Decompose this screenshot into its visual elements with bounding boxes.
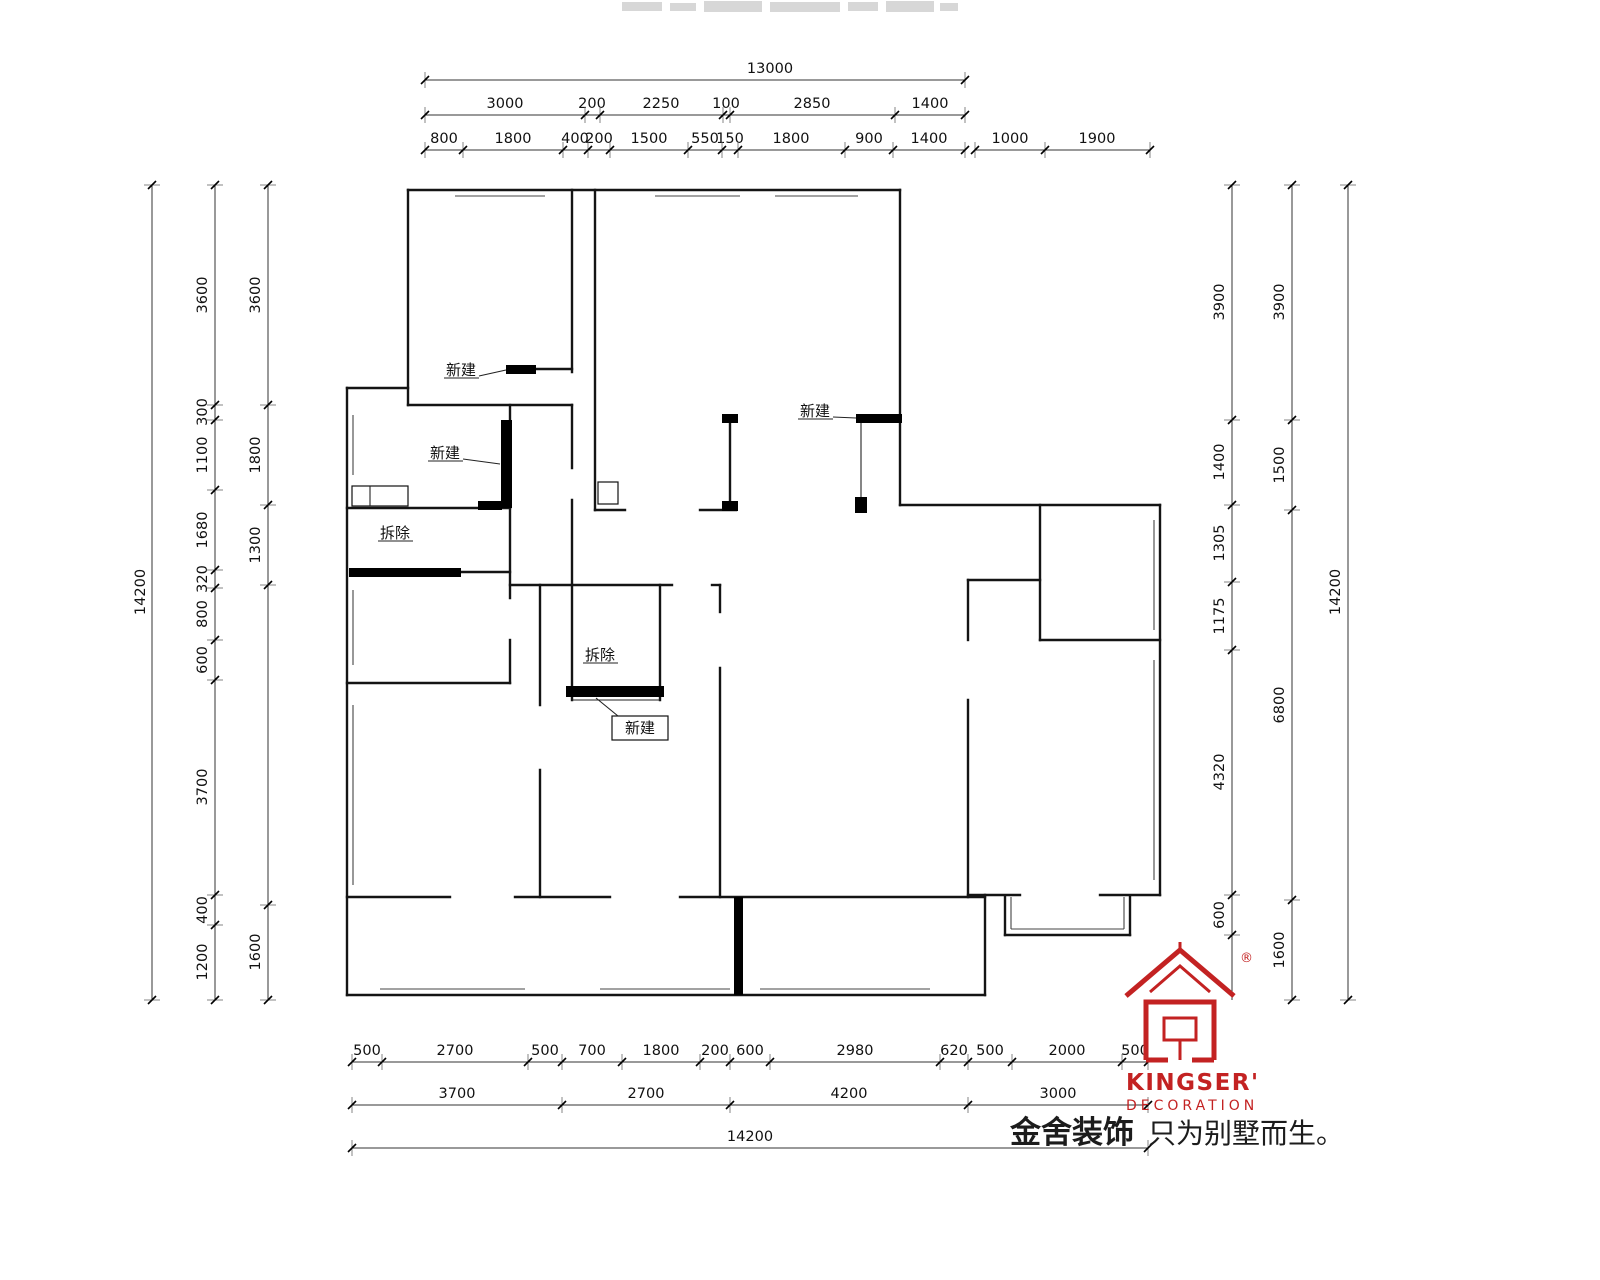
plan-annotations: 新建 新建 新建 拆除 拆除 新建 <box>378 361 857 741</box>
dim-top-right: 1000 1900 <box>970 131 1155 158</box>
dim-text: 3000 <box>1040 1086 1077 1102</box>
dim-top-total: 13000 <box>420 61 970 88</box>
dim-text: 1900 <box>1079 131 1116 147</box>
dim-top-row-2: 3000 200 2250 100 2850 1400 <box>420 96 970 123</box>
dim-text: 100 <box>712 96 740 112</box>
dim-text: 1000 <box>992 131 1029 147</box>
new-wall-label: 新建 <box>430 444 460 462</box>
dim-text: 200 <box>585 131 613 147</box>
tagline-company: 金舍装饰 <box>1009 1115 1134 1151</box>
dim-text: 3900 <box>1212 284 1228 321</box>
dim-text: 1400 <box>912 96 949 112</box>
brand-name: KINGSER' <box>1126 1070 1260 1096</box>
dim-right-total: 14200 <box>1328 180 1356 1005</box>
dim-text: 1400 <box>1212 444 1228 481</box>
dim-text: 1680 <box>195 512 211 549</box>
dim-bottom-row-2: 3700 2700 4200 3000 <box>347 1086 1153 1113</box>
kingser-logo-icon <box>1124 942 1236 1063</box>
dim-text: 550 <box>691 131 719 147</box>
demolish-label: 拆除 <box>380 524 410 542</box>
top-watermark <box>622 1 958 12</box>
dim-text: 800 <box>195 600 211 628</box>
dim-text: 600 <box>736 1043 764 1059</box>
dim-text: 620 <box>940 1043 968 1059</box>
brand-subtitle: DECORATION <box>1126 1098 1258 1114</box>
dim-left-col-outer: 3600 1800 1300 1600 <box>248 180 276 1005</box>
door-symbol <box>597 481 619 505</box>
bed-symbol <box>351 485 409 507</box>
floor-plan-walls <box>345 188 1162 997</box>
dim-left-col-inner: 3600 300 1100 1680 320 800 600 3700 400 … <box>195 180 223 1005</box>
tagline-slogan: 只为别墅而生。 <box>1148 1117 1344 1150</box>
dim-text: 300 <box>195 398 211 426</box>
new-wall-callout-box <box>611 715 669 741</box>
dim-text: 1800 <box>495 131 532 147</box>
dim-text: 14200 <box>1328 569 1344 615</box>
dim-text: 500 <box>531 1043 559 1059</box>
dim-text: 1800 <box>773 131 810 147</box>
dim-text: 3600 <box>248 277 264 314</box>
dim-text: 2700 <box>437 1043 474 1059</box>
dim-text: 6800 <box>1272 687 1288 724</box>
dim-text: 1800 <box>248 437 264 474</box>
dim-text: 200 <box>578 96 606 112</box>
dim-text: 400 <box>561 131 589 147</box>
dim-text: 3700 <box>195 769 211 806</box>
dim-text: 500 <box>1121 1043 1149 1059</box>
dim-text: 1500 <box>1272 447 1288 484</box>
dim-text: 400 <box>195 896 211 924</box>
dim-text: 2250 <box>643 96 680 112</box>
new-wall-segments <box>349 365 902 995</box>
dim-left-total: 14200 <box>133 180 160 1005</box>
dim-text: 2700 <box>628 1086 665 1102</box>
dim-text: 4200 <box>831 1086 868 1102</box>
dim-text: 1600 <box>1272 932 1288 969</box>
dim-text: 1305 <box>1212 525 1228 562</box>
dim-bottom-row-1: 500 2700 500 700 1800 200 600 2980 620 5… <box>347 1043 1153 1070</box>
dim-text: 1400 <box>911 131 948 147</box>
dim-text: 320 <box>195 565 211 593</box>
dim-text: 1800 <box>643 1043 680 1059</box>
dim-text: 1100 <box>195 437 211 474</box>
logo: ® KINGSER' DECORATION 金舍装饰 只为别墅而生。 <box>1009 942 1344 1151</box>
dim-text: 3900 <box>1272 284 1288 321</box>
dim-text: 1500 <box>631 131 668 147</box>
dim-text: 200 <box>701 1043 729 1059</box>
dim-text: 600 <box>195 646 211 674</box>
dim-text: 2980 <box>837 1043 874 1059</box>
dim-text: 4320 <box>1212 754 1228 791</box>
dim-text: 700 <box>578 1043 606 1059</box>
dim-text: 2850 <box>794 96 831 112</box>
demolish-label: 拆除 <box>585 646 615 664</box>
dim-text: 1200 <box>195 944 211 981</box>
balcony <box>1003 895 1132 937</box>
new-wall-label: 新建 <box>446 361 476 379</box>
dim-text: 1600 <box>248 934 264 971</box>
dim-text: 14200 <box>133 569 149 615</box>
dim-text: 600 <box>1212 901 1228 929</box>
dim-text: 3600 <box>195 277 211 314</box>
dim-text: 900 <box>855 131 883 147</box>
dim-text: 500 <box>976 1043 1004 1059</box>
dim-text: 1175 <box>1212 598 1228 635</box>
windows <box>352 195 1155 990</box>
dim-text: 14200 <box>727 1129 773 1145</box>
dim-text: 500 <box>353 1043 381 1059</box>
dim-text: 13000 <box>747 61 793 77</box>
furniture <box>351 481 619 507</box>
dim-text: 800 <box>430 131 458 147</box>
new-wall-label: 新建 <box>625 719 655 737</box>
dim-text: 3700 <box>439 1086 476 1102</box>
registered-mark: ® <box>1240 951 1253 966</box>
dim-text: 150 <box>716 131 744 147</box>
dim-text: 2000 <box>1049 1043 1086 1059</box>
dim-text: 1300 <box>248 527 264 564</box>
dim-top-row-3: 800 1800 400 200 1500 550 150 1800 900 1… <box>420 131 970 158</box>
dim-right-col-inner: 3900 1400 1305 1175 4320 600 <box>1212 180 1240 1000</box>
dim-right-col-outer: 3900 1500 6800 1600 <box>1272 180 1300 1005</box>
dim-text: 3000 <box>487 96 524 112</box>
dim-bottom-total: 14200 <box>347 1129 1153 1156</box>
new-wall-label: 新建 <box>800 402 830 420</box>
